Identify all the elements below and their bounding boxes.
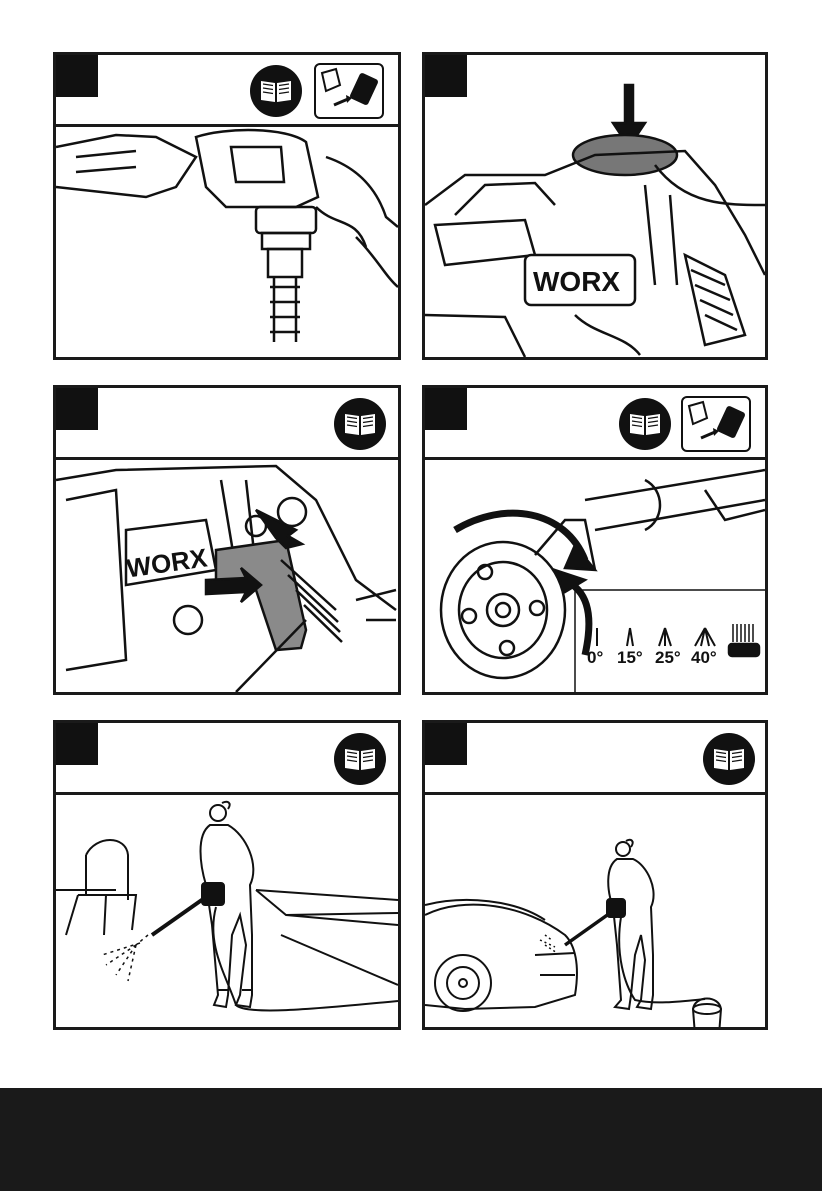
step-number-4	[425, 388, 467, 430]
battery-insert-icon	[681, 396, 751, 452]
angle-25-label: 25°	[655, 648, 681, 668]
illustration-nozzle-rotation: 0° 15° 25° 40°	[425, 460, 765, 692]
manual-book-icon	[703, 733, 755, 785]
illustration-power-button: WORX	[425, 55, 765, 357]
manual-book-icon	[334, 733, 386, 785]
panel-header	[56, 388, 398, 460]
step-number-1	[56, 55, 98, 97]
step-number-5	[56, 723, 98, 765]
angle-15-label: 15°	[617, 648, 643, 668]
spray-angle-legend: 0° 15° 25° 40°	[587, 648, 727, 670]
illustration-woman-spraying-chair	[56, 795, 398, 1027]
footer-band	[0, 1088, 822, 1191]
step-panel-2: WORX	[422, 52, 768, 360]
step-number-6	[425, 723, 467, 765]
step-panel-4: 0° 15° 25° 40°	[422, 385, 768, 695]
panel-header	[425, 388, 765, 460]
manual-book-icon	[250, 65, 302, 117]
illustration-woman-washing-car	[425, 795, 765, 1027]
angle-0-label: 0°	[587, 648, 603, 668]
step-panel-3: WORX	[53, 385, 401, 695]
step-number-3	[56, 388, 98, 430]
illustration-trigger-lock: WORX	[56, 460, 398, 692]
step-panel-5	[53, 720, 401, 1030]
manual-book-icon	[619, 398, 671, 450]
step-panel-1	[53, 52, 401, 360]
panel-header	[56, 723, 398, 795]
panel-header	[425, 723, 765, 795]
battery-insert-icon	[314, 63, 384, 119]
step-panel-6	[422, 720, 768, 1030]
illustration-hose-connection	[56, 127, 398, 357]
brand-logo: WORX	[533, 266, 620, 297]
panel-header	[56, 55, 398, 127]
manual-book-icon	[334, 398, 386, 450]
angle-40-label: 40°	[691, 648, 717, 668]
